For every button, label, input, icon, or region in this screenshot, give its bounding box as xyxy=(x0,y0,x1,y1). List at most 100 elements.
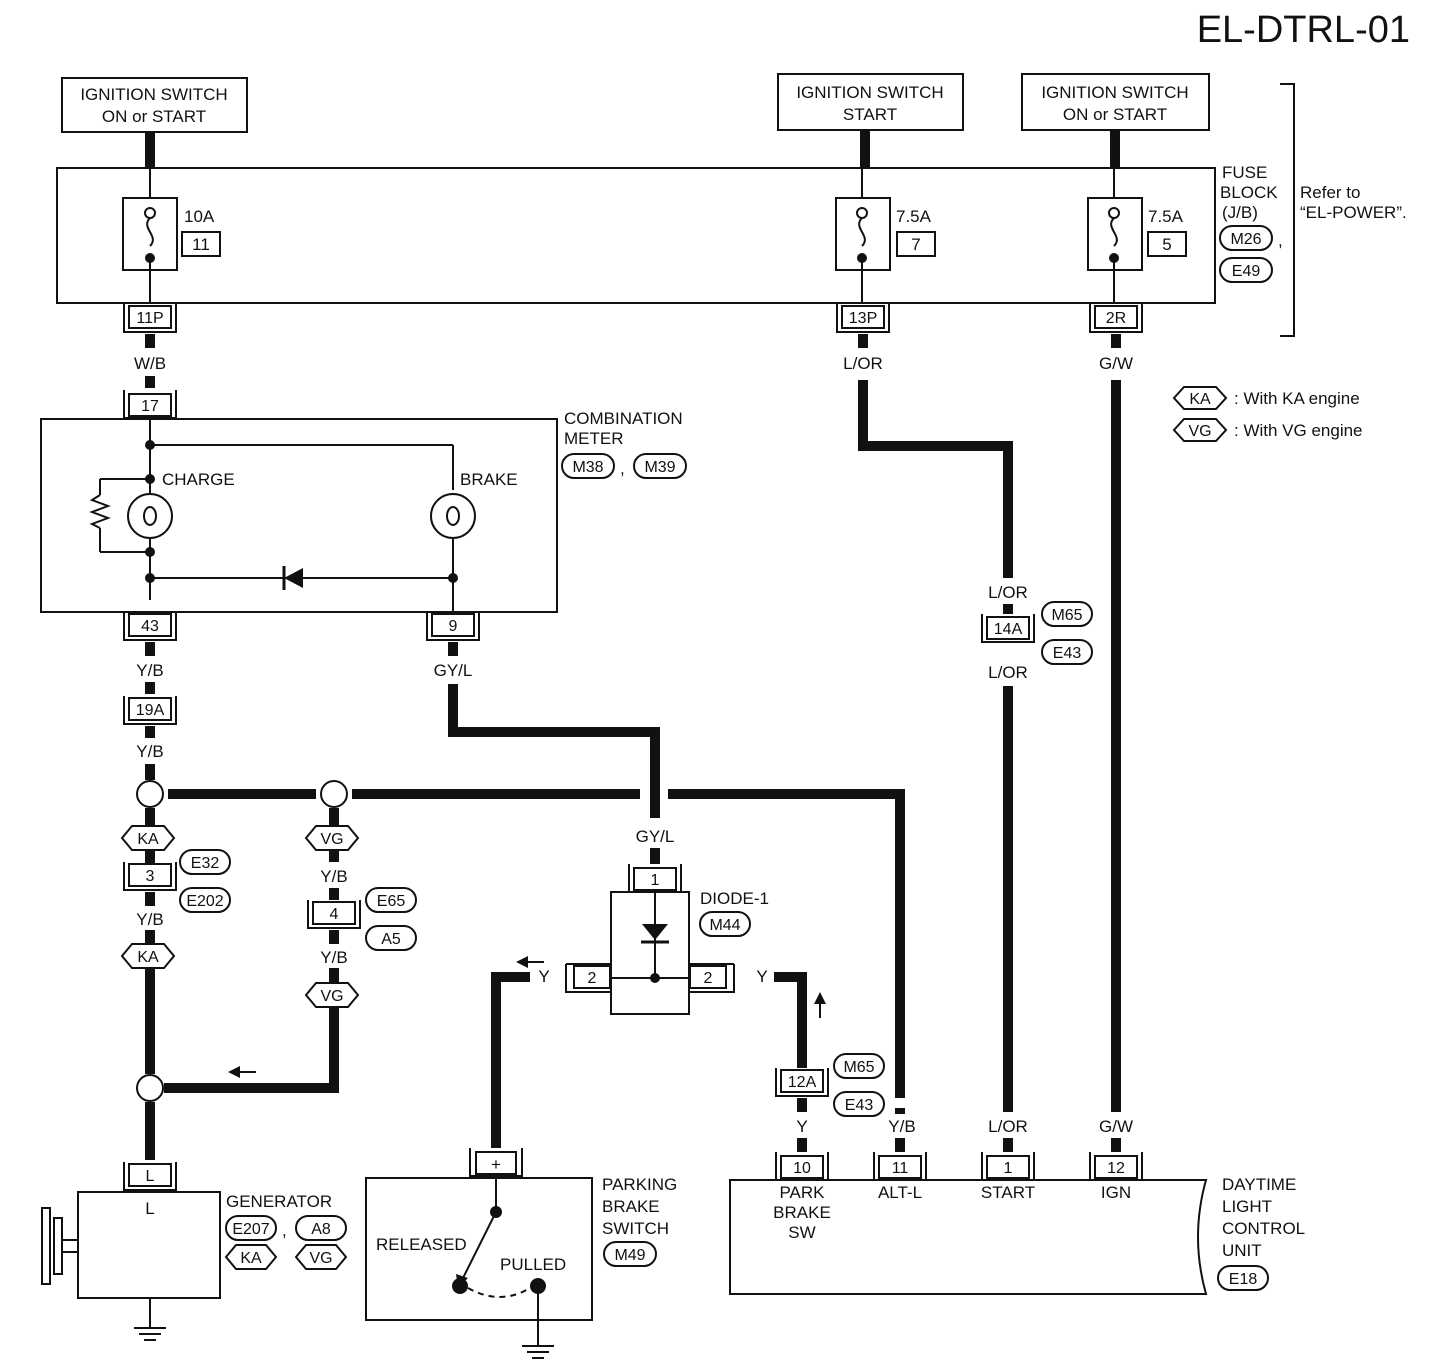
svg-text:BRAKE: BRAKE xyxy=(602,1197,660,1216)
wire-label-yb-2: Y/B xyxy=(136,742,163,761)
svg-text:1: 1 xyxy=(1004,1160,1013,1177)
control-unit-pin-11: 11 xyxy=(873,1152,927,1181)
wire-label-y-right: Y xyxy=(756,967,767,986)
daytime-light-control-unit: PARK BRAKE SW ALT-L START IGN xyxy=(729,1179,1208,1295)
combination-meter-label: COMBINATION METER M38 , M39 xyxy=(561,409,687,479)
connector-13p: 13P xyxy=(836,304,890,333)
wire-label-gyl-1: GY/L xyxy=(434,661,473,680)
svg-text:2: 2 xyxy=(704,970,713,987)
connector-19a: 19A xyxy=(123,696,177,725)
control-unit-label: DAYTIME LIGHT CONTROL UNIT E18 xyxy=(1217,1175,1305,1291)
svg-text:4: 4 xyxy=(330,906,339,923)
parking-brake-switch: RELEASED PULLED xyxy=(365,1177,593,1359)
svg-text:11P: 11P xyxy=(136,310,163,327)
svg-text:E43: E43 xyxy=(1053,645,1082,662)
wire-label-lor-1: L/OR xyxy=(843,354,883,373)
svg-text:COMBINATION: COMBINATION xyxy=(564,409,683,428)
svg-text:KA: KA xyxy=(1189,391,1211,408)
parking-brake-switch-label: PARKING BRAKE SWITCH M49 xyxy=(602,1175,677,1267)
svg-text:A5: A5 xyxy=(381,931,401,948)
svg-text:GENERATOR: GENERATOR xyxy=(226,1192,332,1211)
svg-text:10A: 10A xyxy=(184,207,215,226)
svg-text:E32: E32 xyxy=(191,855,220,872)
svg-text:13P: 13P xyxy=(849,310,877,327)
svg-text:METER: METER xyxy=(564,429,624,448)
fuse-10a: 10A 11 xyxy=(122,168,221,303)
svg-text:IGNITION SWITCH: IGNITION SWITCH xyxy=(796,83,943,102)
connector-3: 3 E32 E202 xyxy=(123,849,231,913)
svg-text:7.5A: 7.5A xyxy=(1148,207,1184,226)
combination-meter: CHARGE BRAKE xyxy=(40,418,558,613)
svg-text:KA: KA xyxy=(240,1250,262,1267)
connector-17: 17 xyxy=(123,390,177,419)
svg-text:VG: VG xyxy=(320,831,343,848)
pin-wire-gw: G/W xyxy=(1099,1117,1133,1136)
wire-label-yb-3: Y/B xyxy=(136,910,163,929)
pin-wire-y: Y xyxy=(796,1117,807,1136)
svg-text:BLOCK: BLOCK xyxy=(1220,183,1278,202)
svg-text:VG: VG xyxy=(320,988,343,1005)
wire-label-lor-3: L/OR xyxy=(988,663,1028,682)
svg-text:E202: E202 xyxy=(186,893,223,910)
wire-label-gw-1: G/W xyxy=(1099,354,1133,373)
splice-ka xyxy=(136,780,164,808)
control-unit-pin-1: 1 xyxy=(981,1152,1035,1181)
svg-text:CONTROL: CONTROL xyxy=(1222,1219,1305,1238)
connector-2r: 2R xyxy=(1089,304,1143,333)
svg-text:2: 2 xyxy=(588,970,597,987)
generator: L xyxy=(41,1191,221,1341)
svg-text:PARK: PARK xyxy=(779,1183,825,1202)
pin-wire-yb: Y/B xyxy=(888,1117,915,1136)
svg-text:LIGHT: LIGHT xyxy=(1222,1197,1272,1216)
svg-text:M26: M26 xyxy=(1230,231,1261,248)
svg-text:BRAKE: BRAKE xyxy=(460,470,518,489)
svg-text:START: START xyxy=(843,105,897,124)
connector-4: 4 E65 A5 xyxy=(307,887,417,951)
svg-text:1: 1 xyxy=(651,872,660,889)
svg-text:,: , xyxy=(282,1221,287,1240)
svg-text:11: 11 xyxy=(192,235,210,254)
svg-text:M39: M39 xyxy=(644,459,675,476)
svg-text:L: L xyxy=(145,1199,154,1218)
svg-text:,: , xyxy=(1278,231,1283,250)
wire-label-wb: W/B xyxy=(134,354,166,373)
svg-text:IGNITION SWITCH: IGNITION SWITCH xyxy=(1041,83,1188,102)
control-unit-pin-10: 10 xyxy=(775,1152,829,1181)
fuse-7-5a-7: 7.5A 7 xyxy=(835,168,936,303)
svg-text:CHARGE: CHARGE xyxy=(162,470,235,489)
svg-text:: With VG engine: : With VG engine xyxy=(1234,421,1363,440)
tag-vg-1: VG xyxy=(304,825,360,851)
fuse-block-label: FUSE BLOCK (J/B) M26 , E49 Refer to “EL-… xyxy=(1219,83,1407,337)
wire-label-gyl-2: GY/L xyxy=(636,827,675,846)
wire-label-yb-1: Y/B xyxy=(136,661,163,680)
connector-12a: 12A M65 E43 xyxy=(775,1053,885,1117)
svg-text:START: START xyxy=(981,1183,1035,1202)
wire-label-lor-2: L/OR xyxy=(988,583,1028,602)
connector-diode-2-right: 2 xyxy=(689,963,735,993)
svg-text:SWITCH: SWITCH xyxy=(602,1219,669,1238)
svg-text:VG: VG xyxy=(1188,423,1211,440)
fuse-7-5a-5: 7.5A 5 xyxy=(1087,168,1187,303)
connector-diode-1: 1 xyxy=(628,864,682,893)
svg-text:E65: E65 xyxy=(377,893,406,910)
ignition-switch-on-start-right: IGNITION SWITCH ON or START xyxy=(1021,73,1210,131)
svg-text:DAYTIME: DAYTIME xyxy=(1222,1175,1296,1194)
connector-9: 9 xyxy=(426,612,480,641)
svg-text:2R: 2R xyxy=(1106,310,1126,327)
svg-text:PULLED: PULLED xyxy=(500,1255,566,1274)
generator-label: GENERATOR E207 , A8 KA VG xyxy=(224,1192,348,1270)
control-unit-pin-12: 12 xyxy=(1089,1152,1143,1181)
svg-text:E43: E43 xyxy=(845,1097,874,1114)
diode-1-label: DIODE-1 M44 xyxy=(699,889,769,937)
svg-text:L: L xyxy=(146,1168,155,1185)
svg-text:IGNITION SWITCH: IGNITION SWITCH xyxy=(80,85,227,104)
svg-text:M65: M65 xyxy=(1051,607,1082,624)
svg-text:ON or START: ON or START xyxy=(102,107,206,126)
svg-text:17: 17 xyxy=(141,398,159,415)
svg-text:SW: SW xyxy=(788,1223,815,1242)
svg-text:M44: M44 xyxy=(709,917,740,934)
svg-text:M65: M65 xyxy=(843,1059,874,1076)
connector-14a: 14A M65 E43 xyxy=(981,601,1093,665)
svg-text:3: 3 xyxy=(146,868,155,885)
